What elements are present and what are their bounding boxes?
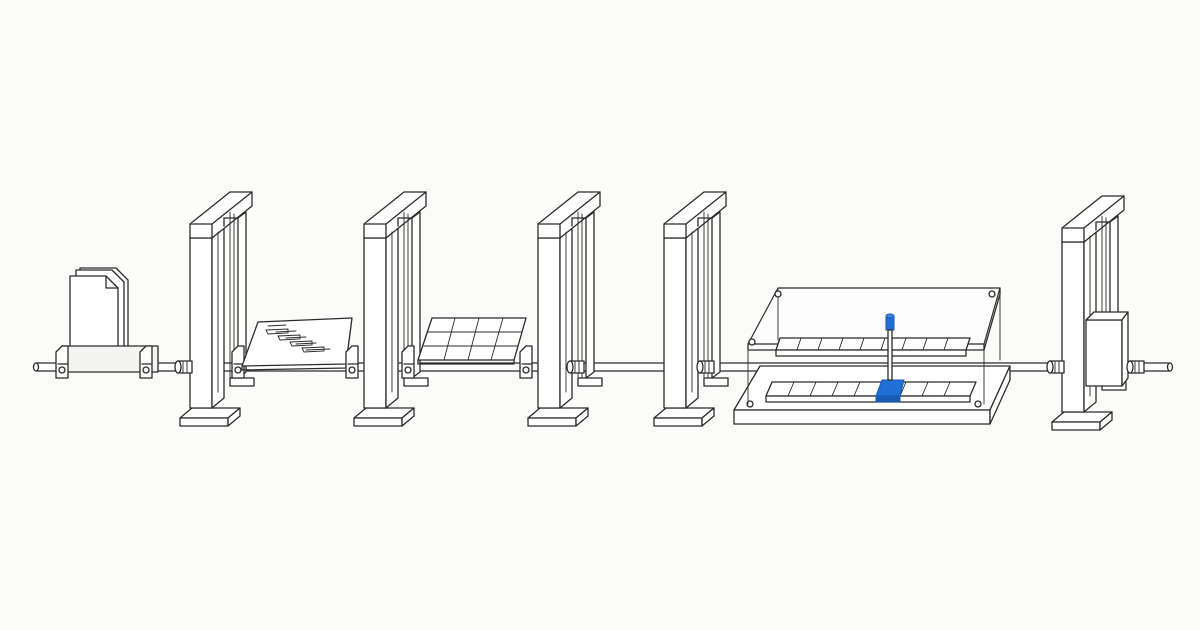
probe-needle [885, 313, 895, 381]
gate-1-clamp [231, 345, 245, 379]
grid-clamp-right [519, 345, 533, 379]
gate-frame-4 [653, 191, 729, 427]
document-clamp-left [55, 345, 69, 379]
upper-tile-row [775, 337, 971, 357]
document-stack [61, 267, 159, 373]
stepped-sheet [241, 317, 353, 371]
gate-3-coupler [566, 360, 585, 374]
gate-5-coupler [1046, 360, 1065, 374]
gate-frame-1 [179, 191, 255, 427]
gate-frame-2 [353, 191, 429, 427]
sheet-clamp-right [345, 345, 359, 379]
gate-frame-3 [527, 191, 603, 427]
glass-cover [747, 287, 1001, 405]
gate-4-coupler [696, 360, 715, 374]
document-clamp-right [139, 345, 153, 379]
gate-5-coupler-right [1126, 360, 1145, 374]
gate-1-coupler [174, 360, 193, 374]
grid-panel [417, 317, 527, 365]
output-box [1085, 311, 1129, 387]
gate-2-clamp [401, 345, 415, 379]
lower-tile-row [765, 379, 977, 403]
